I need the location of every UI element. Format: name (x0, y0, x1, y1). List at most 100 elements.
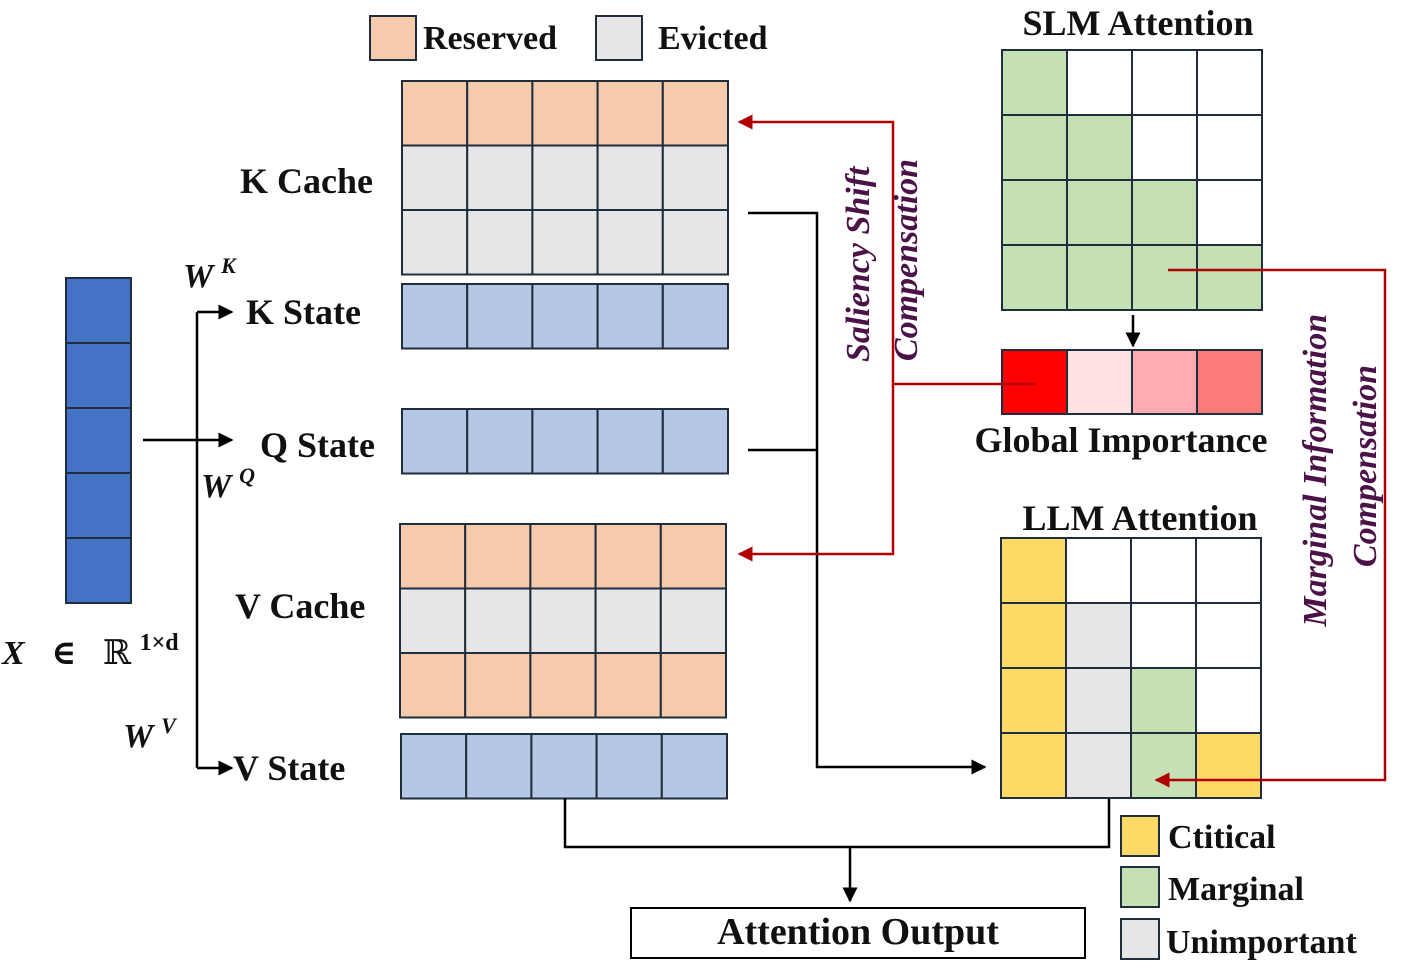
weight-wv: W V (123, 713, 178, 755)
v-cache-cell-reserved (529, 652, 597, 719)
k-state-grid (401, 283, 729, 350)
k-cache-cell-evicted (661, 209, 729, 276)
k-cache-cell-evicted (466, 144, 534, 211)
v-cache-cell-reserved (399, 523, 467, 590)
k-cache-grid (401, 80, 729, 276)
k-cache-cell-reserved (466, 80, 534, 147)
weight-wk-sup: K (220, 253, 237, 278)
llm-attention-title: LLM Attention (1022, 498, 1257, 538)
v-state-cell-state (400, 733, 468, 800)
input-in: ∈ (51, 635, 76, 672)
k-state-cell-state (401, 283, 469, 350)
slm-cell-marginal (1001, 49, 1068, 116)
global-importance-label: Global Importance (975, 420, 1268, 460)
marginal-info-arrow (1154, 268, 1387, 788)
input-var: X (1, 635, 26, 672)
slm-cell-empty (1196, 179, 1263, 246)
k-cache-cell-reserved (401, 80, 469, 147)
input-label: X ∈ ℝ 1×d (1, 630, 179, 672)
v-cache-cell-reserved (594, 652, 662, 719)
v-cache-cell-reserved (464, 523, 532, 590)
importance-cell (1196, 349, 1263, 415)
saliency-line1: Saliency Shift (840, 165, 877, 362)
v-state-cell-state (530, 733, 598, 800)
llm-cell-critical (1000, 602, 1067, 669)
v-cache-cell-evicted (464, 587, 532, 654)
slm-cell-empty (1131, 49, 1198, 116)
legend-marginal-label: Marginal (1168, 871, 1304, 908)
legend-reserved-swatch (369, 15, 417, 61)
slm-cell-empty (1196, 49, 1263, 116)
v-state-cell-state (660, 733, 728, 800)
llm-cell-unimportant (1065, 602, 1132, 669)
v-state-cell-state (465, 733, 533, 800)
llm-cell-unimportant (1065, 667, 1132, 734)
weight-wq: W Q (201, 463, 255, 505)
input-vector-cell (65, 472, 132, 539)
k-state-cell-state (531, 283, 599, 350)
k-cache-cell-reserved (661, 80, 729, 147)
llm-cell-critical (1000, 732, 1067, 799)
weight-wq-sup: Q (239, 463, 255, 488)
v-cache-cell-reserved (529, 523, 597, 590)
weight-wk: W K (183, 253, 237, 295)
legend-marginal-swatch (1120, 866, 1160, 908)
llm-cell-empty (1130, 602, 1197, 669)
input-vector-cell (65, 537, 132, 604)
marginal-line1: Marginal Information (1297, 314, 1334, 628)
llm-cell-empty (1065, 537, 1132, 604)
q-state-cell-state (401, 408, 469, 475)
slm-attention-grid (1001, 49, 1263, 311)
v-cache-cell-evicted (659, 587, 727, 654)
legend-critical-swatch (1120, 815, 1160, 857)
slm-cell-empty (1196, 114, 1263, 181)
q-state-cell-state (531, 408, 599, 475)
slm-cell-marginal (1001, 114, 1068, 181)
legend-unimportant-label: Unimportant (1166, 924, 1357, 961)
importance-cell (1131, 349, 1198, 415)
llm-cell-empty (1130, 537, 1197, 604)
input-vector (65, 277, 132, 604)
v-cache-cell-evicted (399, 587, 467, 654)
q-state-cell-state (466, 408, 534, 475)
k-cache-label: K Cache (240, 161, 373, 201)
saliency-to-v-cache-arrow (737, 384, 895, 562)
v-cache-label: V Cache (235, 586, 365, 626)
llm-cell-unimportant (1065, 732, 1132, 799)
slm-cell-marginal (1131, 244, 1198, 311)
weight-wv-sup: V (161, 713, 178, 738)
k-cache-cell-evicted (596, 209, 664, 276)
v-state-label: V State (233, 748, 345, 788)
llm-cell-critical (1000, 667, 1067, 734)
k-cache-cell-evicted (596, 144, 664, 211)
slm-cell-marginal (1001, 179, 1068, 246)
v-cache-cell-evicted (594, 587, 662, 654)
v-cache-cell-reserved (659, 523, 727, 590)
k-state-cell-state (466, 283, 534, 350)
slm-cell-marginal (1196, 244, 1263, 311)
k-cache-cell-evicted (531, 209, 599, 276)
k-cache-cell-evicted (466, 209, 534, 276)
legend-bottom: Ctitical Marginal Unimportant (1120, 815, 1357, 961)
legend-reserved-label: Reserved (423, 20, 557, 57)
llm-cell-marginal (1130, 667, 1197, 734)
marginal-info-label: Marginal Information Compensation (1297, 305, 1384, 627)
k-cache-cell-evicted (661, 144, 729, 211)
projection-wires (143, 304, 234, 776)
k-cache-cell-evicted (401, 209, 469, 276)
marginal-line2: Compensation (1347, 365, 1384, 567)
slm-cell-empty (1131, 114, 1198, 181)
importance-cell (1001, 349, 1068, 415)
output-wires (563, 798, 1111, 903)
q-state-label: Q State (260, 425, 375, 465)
llm-cell-empty (1195, 602, 1262, 669)
saliency-line2: Compensation (888, 159, 925, 361)
llm-cell-empty (1195, 667, 1262, 734)
input-vector-cell (65, 277, 132, 344)
v-state-grid (400, 733, 728, 800)
slm-cell-marginal (1066, 114, 1133, 181)
slm-cell-marginal (1066, 244, 1133, 311)
llm-attention-grid (1000, 537, 1262, 799)
slm-cell-marginal (1131, 179, 1198, 246)
